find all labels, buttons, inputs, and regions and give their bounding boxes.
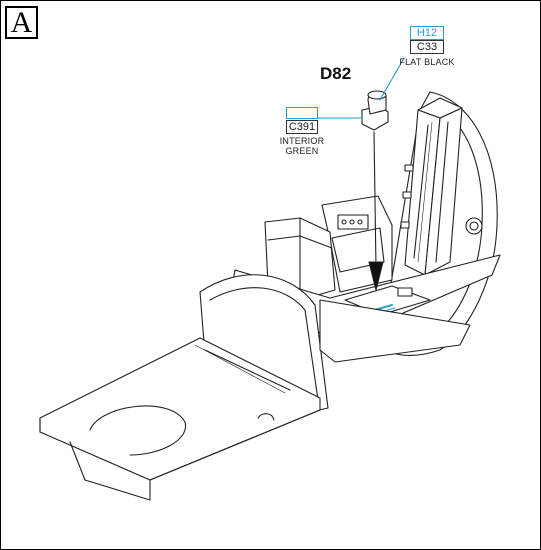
callout-upper-line xyxy=(379,57,405,101)
paint-code-c-box: C33 xyxy=(410,40,444,54)
paint-code-h: H12 xyxy=(416,27,438,39)
paint-name-upper: FLAT BLACK xyxy=(399,57,455,67)
paint-code-c391: C391 xyxy=(288,121,316,133)
step-letter-box: A xyxy=(5,6,38,39)
paint-name-lower-1: INTERIOR xyxy=(279,136,325,146)
part-number-label: D82 xyxy=(320,64,352,83)
paint-code-h-box: H12 xyxy=(410,26,444,40)
install-arrowhead xyxy=(368,261,384,291)
install-arrow-line xyxy=(373,131,377,269)
paint-code-c: C33 xyxy=(416,41,438,53)
paint-code-top-box xyxy=(286,107,318,119)
deck-cutout xyxy=(89,405,187,456)
paint-name-lower-2: GREEN xyxy=(285,146,319,156)
step-letter: A xyxy=(10,5,33,39)
paint-code-c391-box: C391 xyxy=(286,120,318,134)
